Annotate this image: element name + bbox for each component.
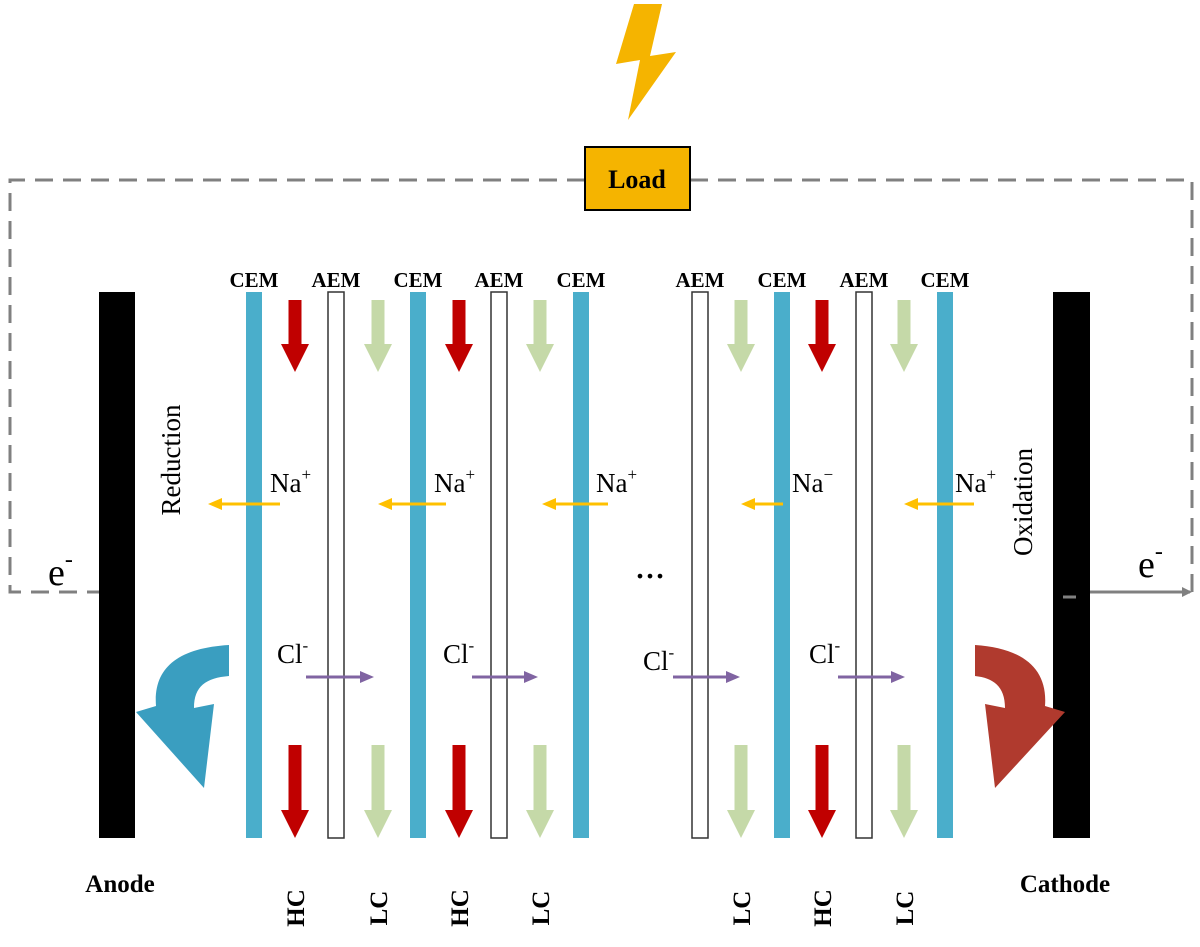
stack-ellipsis: ...: [635, 542, 665, 587]
low-concentration-flow-arrow: [890, 745, 918, 838]
ion-transport: Na+ Na+ Na+ Na− Na+ Cl- Cl- Cl- Cl-: [208, 465, 996, 683]
chloride-ion-arrow: [838, 671, 905, 683]
high-concentration-flow-arrow: [445, 300, 473, 372]
chloride-ion-arrow: [306, 671, 374, 683]
aem-label: AEM: [676, 268, 725, 292]
cem-label: CEM: [921, 268, 970, 292]
cem-membrane: [774, 292, 790, 838]
membrane-labels: CEM AEM CEM AEM CEM AEM CEM AEM CEM: [230, 268, 970, 292]
anode-label: Anode: [85, 871, 154, 898]
electron-out-label: e-: [1138, 539, 1163, 586]
low-concentration-flow-arrow: [526, 300, 554, 372]
low-concentration-flow-arrow: [364, 300, 392, 372]
chloride-ion-label: Cl-: [277, 636, 309, 669]
sodium-ion-label: Na+: [596, 465, 637, 498]
electron-in-label: e-: [48, 547, 73, 594]
load-box: Load: [584, 146, 691, 211]
high-concentration-flow-arrow: [281, 300, 309, 372]
oxidation-label: Oxidation: [1008, 448, 1038, 556]
chloride-ion-arrow: [472, 671, 538, 683]
aem-label: AEM: [840, 268, 889, 292]
low-concentration-flow-arrow: [727, 745, 755, 838]
cem-label: CEM: [557, 268, 606, 292]
chloride-ion-arrow: [673, 671, 740, 683]
stream-labels: HC LC HC LC LC HC LC: [283, 889, 919, 927]
sodium-ion-label: Na+: [955, 465, 996, 498]
external-circuit: [8, 178, 1194, 597]
sodium-ion-arrow: [378, 498, 446, 510]
cem-membrane: [937, 292, 953, 838]
sodium-ion-arrow: [741, 498, 783, 510]
aem-membrane: [855, 291, 873, 839]
low-concentration-label: LC: [528, 891, 555, 926]
sodium-ion-arrow: [904, 498, 974, 510]
low-concentration-label: LC: [892, 891, 919, 926]
aem-membrane: [691, 291, 709, 839]
low-concentration-flow-arrow: [364, 745, 392, 838]
chloride-ion-label: Cl-: [443, 636, 475, 669]
aem-membrane: [327, 291, 345, 839]
sodium-ion-label: Na+: [434, 465, 475, 498]
load-label: Load: [608, 165, 666, 194]
sodium-ion-label: Na−: [792, 465, 833, 498]
low-concentration-flow-arrow: [727, 300, 755, 372]
high-concentration-flow-arrow: [445, 745, 473, 838]
cem-membrane: [573, 292, 589, 838]
cathode-curved-arrow: [975, 645, 1065, 788]
low-concentration-label: LC: [729, 891, 756, 926]
sodium-ion-arrow: [542, 498, 608, 510]
anode-electrode: [99, 292, 135, 838]
aem-label: AEM: [312, 268, 361, 292]
cathode-electrode: [1053, 292, 1090, 838]
anode-curved-arrow: [136, 645, 229, 788]
high-concentration-flow-arrow: [281, 745, 309, 838]
cem-label: CEM: [758, 268, 807, 292]
sodium-ion-label: Na+: [270, 465, 311, 498]
high-concentration-label: HC: [810, 889, 837, 927]
low-concentration-label: LC: [366, 891, 393, 926]
cem-membrane: [246, 292, 262, 838]
aem-label: AEM: [475, 268, 524, 292]
cem-label: CEM: [394, 268, 443, 292]
lightning-bolt-icon: [616, 4, 676, 120]
flow-arrows: [281, 300, 918, 838]
sodium-ion-arrow: [208, 498, 280, 510]
chloride-ion-label: Cl-: [643, 643, 675, 676]
chloride-ion-label: Cl-: [809, 636, 841, 669]
reduction-label: Reduction: [156, 404, 186, 515]
high-concentration-flow-arrow: [808, 745, 836, 838]
membrane-stack: [246, 291, 953, 839]
low-concentration-flow-arrow: [526, 745, 554, 838]
cem-label: CEM: [230, 268, 279, 292]
aem-membrane: [490, 291, 508, 839]
cem-membrane: [410, 292, 426, 838]
cathode-label: Cathode: [1020, 871, 1110, 898]
high-concentration-label: HC: [283, 889, 310, 927]
high-concentration-label: HC: [447, 889, 474, 927]
low-concentration-flow-arrow: [890, 300, 918, 372]
high-concentration-flow-arrow: [808, 300, 836, 372]
